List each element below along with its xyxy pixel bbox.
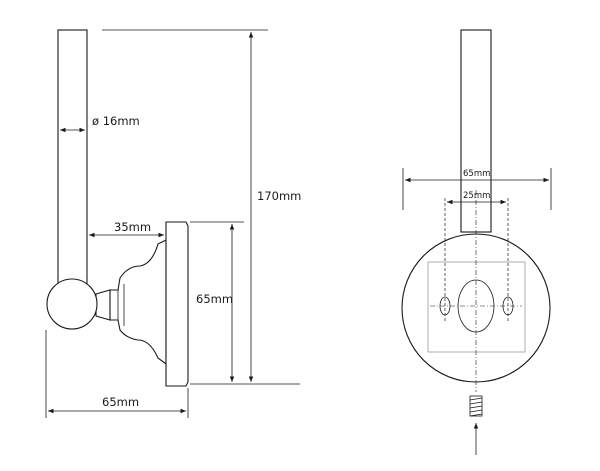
rod-neck: [95, 289, 111, 321]
screw-thread: [469, 401, 483, 405]
projection-label: 35mm: [114, 220, 151, 234]
total-height-label: 170mm: [257, 189, 301, 203]
rod: [57, 29, 88, 287]
side-view: ø 16mm 170mm 35mm 65mm 65mm: [45, 29, 301, 418]
hole-spacing-label: 25mm: [463, 191, 490, 201]
screw-thread: [469, 413, 483, 417]
screw-thread: [469, 409, 483, 413]
depth-label: 65mm: [102, 395, 139, 409]
mounting-plate: [427, 261, 526, 353]
rosette-height-label: 65mm: [196, 292, 233, 306]
rosette-diameter-label: 65mm: [463, 169, 490, 179]
front-rod: [460, 29, 492, 233]
front-view: 65mm 25mm: [401, 29, 552, 455]
screw-thread: [469, 405, 483, 409]
ball-end: [46, 278, 98, 330]
wall-rosette: [165, 221, 189, 387]
screw-thread: [469, 397, 483, 401]
rod-diameter-label: ø 16mm: [92, 114, 140, 128]
